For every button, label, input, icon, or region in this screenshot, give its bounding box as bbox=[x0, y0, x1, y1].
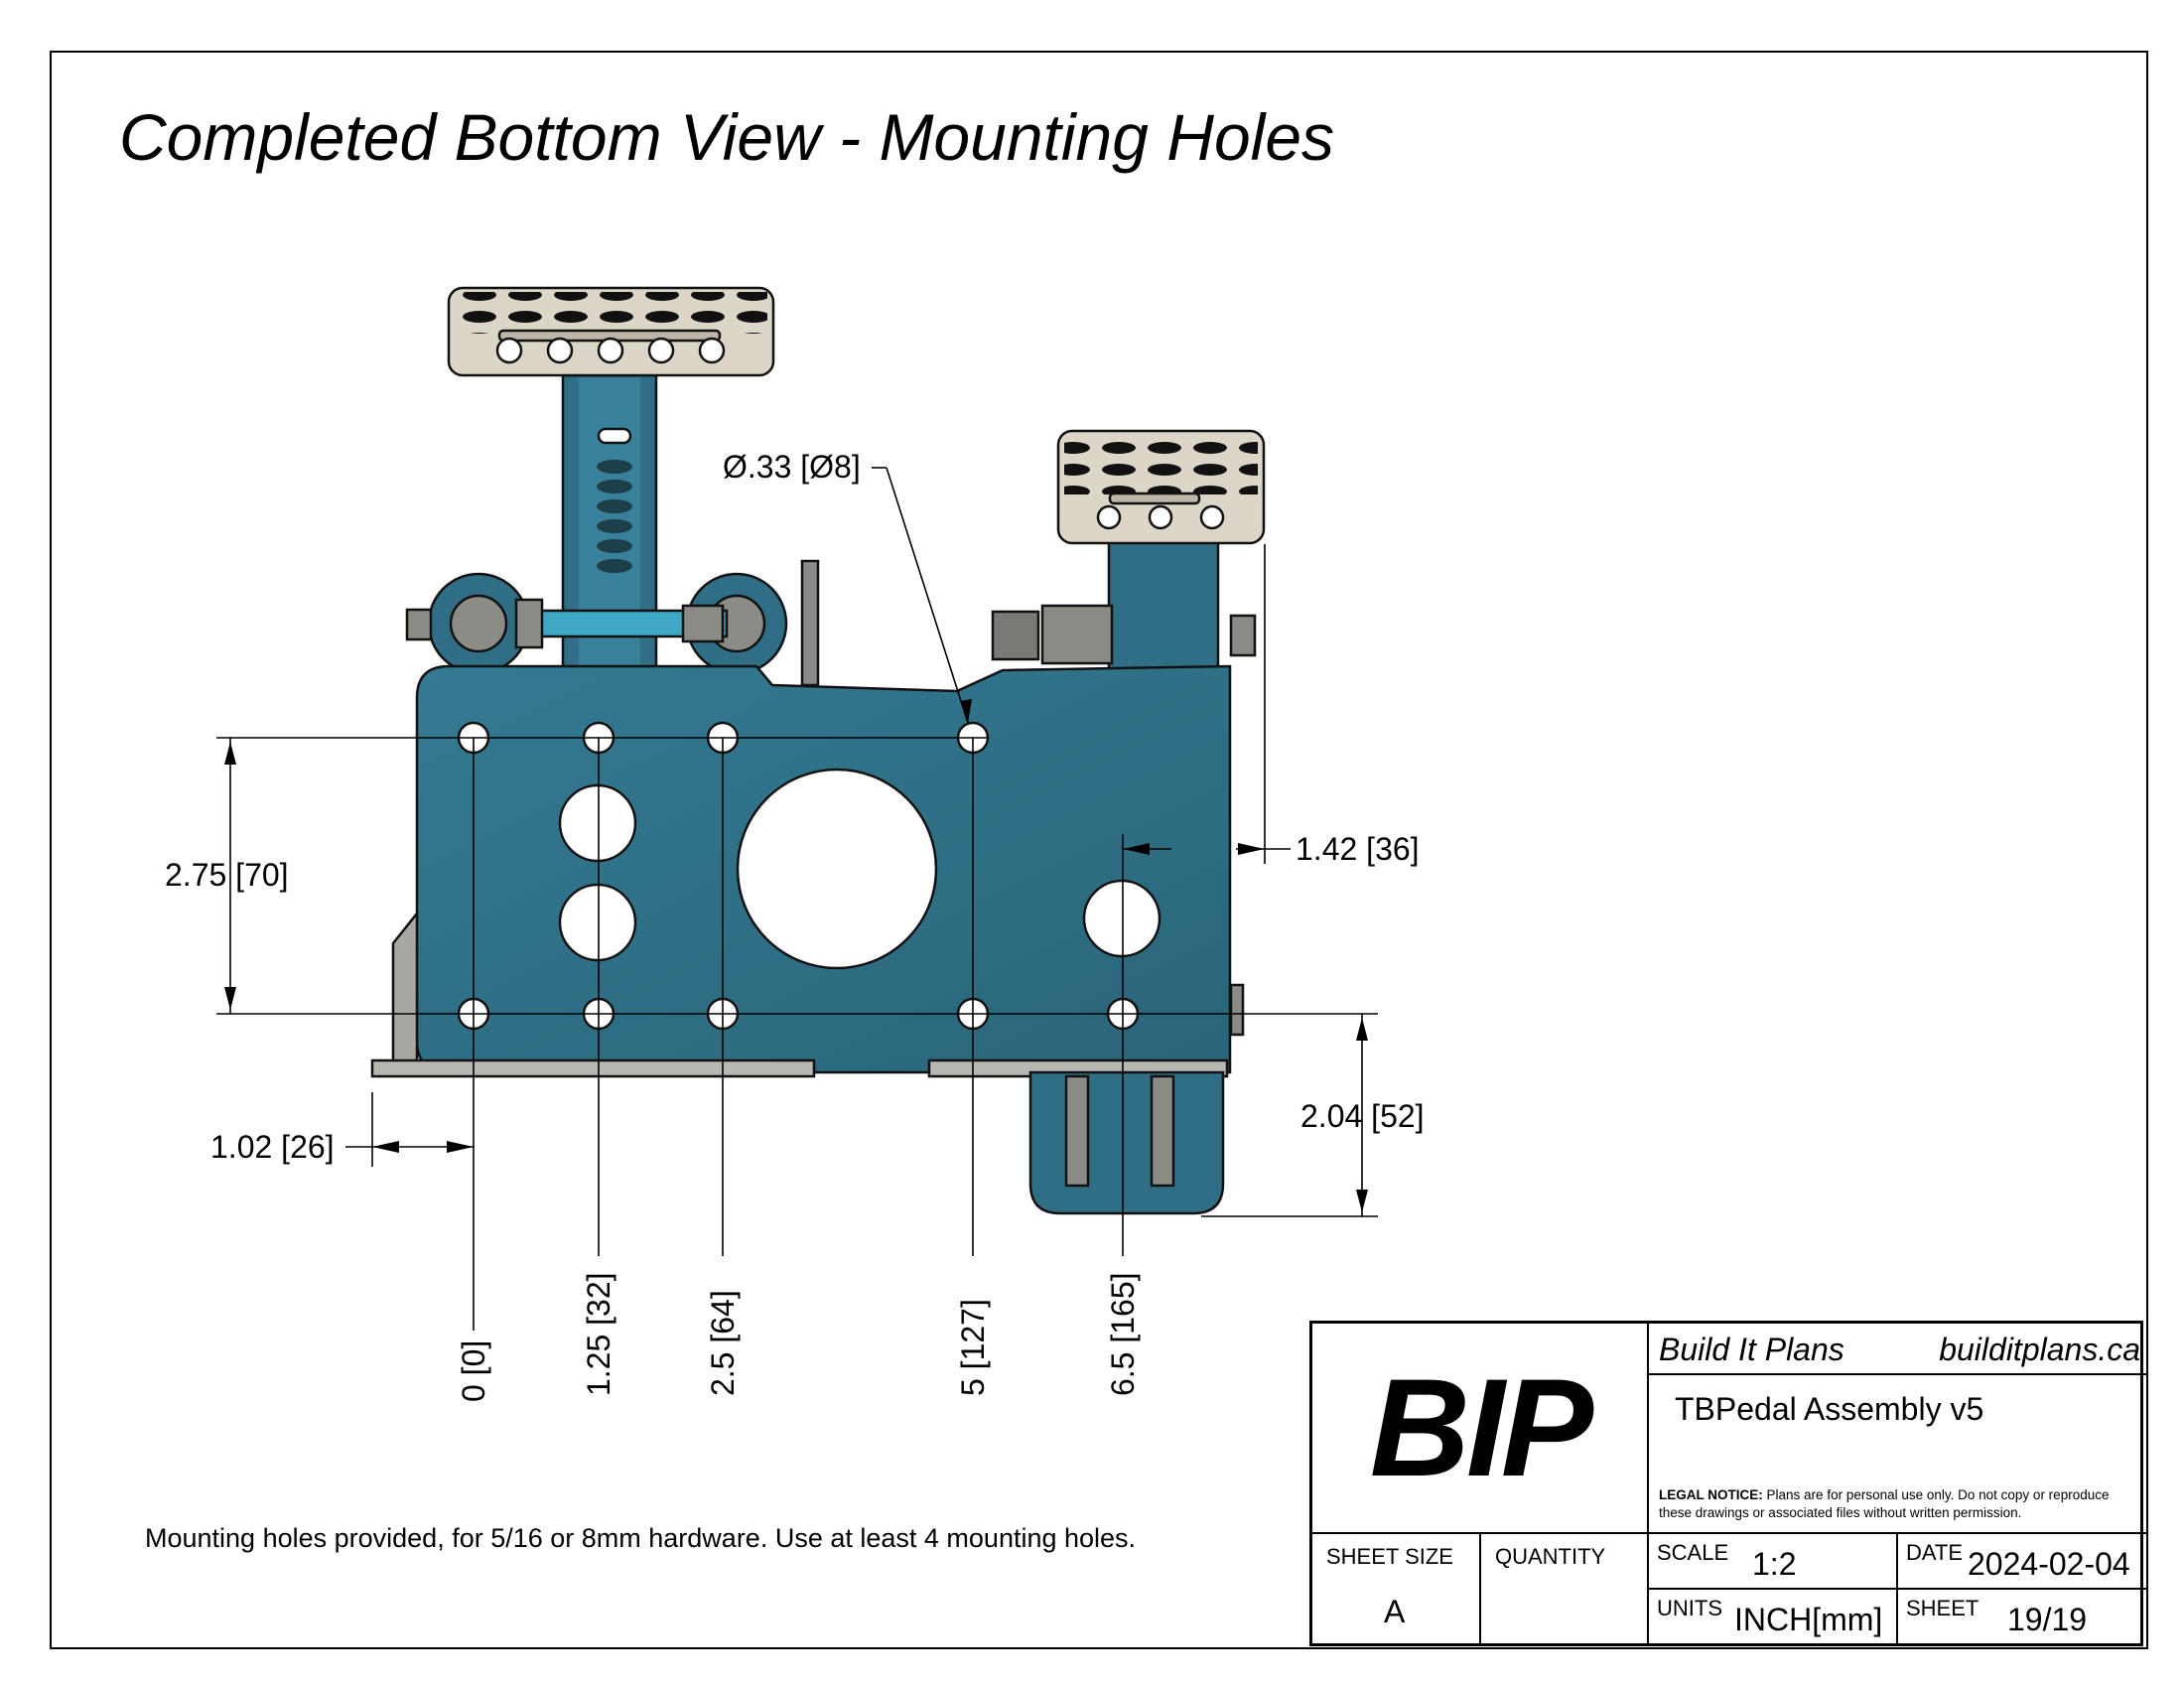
bip-logo: BIP bbox=[1312, 1324, 1649, 1534]
dim-x-3: 5 [127] bbox=[955, 1299, 991, 1396]
pivot-bolt-left bbox=[405, 608, 433, 641]
title-block: BIP Build It Plans builditplans.ca TBPed… bbox=[1309, 1321, 2146, 1646]
dim-x-2: 2.5 [64] bbox=[705, 1290, 741, 1396]
quantity-cell: QUANTITY bbox=[1481, 1534, 1649, 1646]
page-title: Completed Bottom View - Mounting Holes bbox=[119, 100, 1334, 174]
left-edge-bracket bbox=[391, 910, 419, 1074]
dim-x-0: 0 [0] bbox=[456, 1340, 491, 1402]
dim-hole-diameter: Ø.33 [Ø8] bbox=[723, 449, 861, 485]
mounting-note: Mounting holes provided, for 5/16 or 8mm… bbox=[145, 1523, 1137, 1553]
sheet-cell: SHEET 19/19 bbox=[1906, 1596, 2088, 1637]
sheet-border bbox=[50, 51, 2148, 1649]
right-pedal-arm bbox=[1107, 539, 1220, 682]
units-value: INCH[mm] bbox=[1734, 1602, 1883, 1637]
company-website: builditplans.ca bbox=[1939, 1332, 2140, 1367]
sheet-size-cell: SHEET SIZE A bbox=[1312, 1534, 1481, 1646]
spring bbox=[1040, 604, 1114, 665]
lower-bracket bbox=[1028, 1070, 1225, 1215]
date-cell: DATE 2024-02-04 bbox=[1898, 1534, 2146, 1590]
base-flange bbox=[370, 1058, 816, 1078]
dim-x-1: 1.25 [32] bbox=[581, 1272, 616, 1396]
legal-notice: LEGAL NOTICE: Plans are for personal use… bbox=[1659, 1487, 2110, 1520]
sheet-size-value: A bbox=[1384, 1594, 1406, 1629]
units-cell: UNITS INCH[mm] bbox=[1649, 1590, 1898, 1646]
cutout-large bbox=[736, 768, 938, 970]
dim-offset-left: 1.02 [26] bbox=[210, 1129, 335, 1165]
scale-cell: SCALE 1:2 bbox=[1649, 1534, 1898, 1590]
dim-bracket-height: 2.04 [52] bbox=[1300, 1098, 1425, 1134]
cutout-right bbox=[1082, 879, 1161, 958]
dim-x-4: 6.5 [165] bbox=[1105, 1272, 1141, 1396]
date-value: 2024-02-04 bbox=[1968, 1546, 2130, 1582]
project-cell: TBPedal Assembly v5 LEGAL NOTICE: Plans … bbox=[1649, 1375, 2146, 1534]
company-row: Build It Plans builditplans.ca bbox=[1649, 1324, 2146, 1375]
scale-value: 1:2 bbox=[1752, 1546, 1797, 1582]
cutout-upper-left bbox=[558, 783, 637, 863]
pedal-assembly bbox=[370, 286, 1266, 1215]
cutout-lower-left bbox=[558, 883, 637, 962]
dim-vertical-span: 2.75 [70] bbox=[165, 857, 289, 893]
company-name: Build It Plans bbox=[1659, 1332, 1844, 1367]
sheet-value: 19/19 bbox=[2007, 1602, 2088, 1637]
project-title: TBPedal Assembly v5 bbox=[1675, 1391, 1984, 1427]
washer-stack bbox=[800, 559, 820, 687]
dim-offset-right: 1.42 [36] bbox=[1296, 831, 1420, 867]
